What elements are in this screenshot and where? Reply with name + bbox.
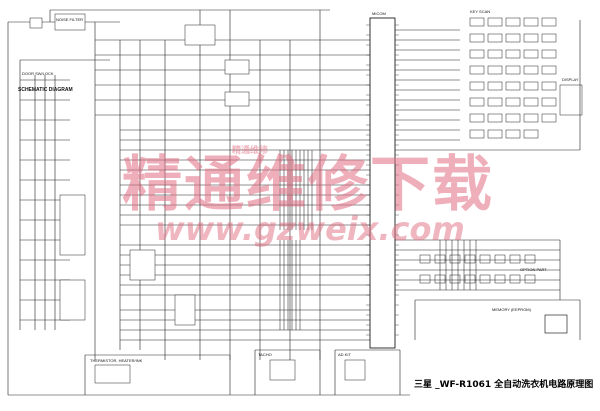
watermark-site-name: 精通维修下载 [122, 150, 494, 220]
mcu-pins [366, 24, 399, 336]
watermark-small-text: 精通维修 [232, 146, 269, 156]
main-wiring [7, 9, 581, 396]
ad-kit-label: AD KIT [338, 352, 351, 357]
thermistor-heater-label: THERMISTOR, HEATER/INK [90, 358, 143, 363]
micom-label: MICOM [372, 11, 386, 16]
option-part-label: OPTION PART [520, 267, 547, 272]
key-scan-label: KEY SCAN [470, 9, 491, 14]
schematic-title-label: SCHEMATIC DIAGRAM [18, 87, 73, 93]
display-label: DISPLAY [562, 77, 579, 82]
key-switch-array [419, 254, 536, 284]
component-columns [279, 150, 477, 330]
diagram-caption: 三星 _WF-R1061 全自动洗衣机电路原理图 [414, 380, 594, 390]
watermark-url: www.gzweix.com [155, 210, 465, 248]
door-switch-label: DOOR SW/LOCK [22, 71, 54, 76]
led-display-matrix [469, 17, 583, 139]
relay-driver-blocks [29, 13, 366, 384]
microcontroller-chip [369, 17, 396, 349]
eeprom-chip [544, 314, 568, 334]
noise-filter-label: NOISE FILTER [56, 17, 84, 22]
memory-eeprom-label: MEMORY (EEPROM) [492, 307, 531, 312]
tacho-label: TACHO [258, 352, 272, 357]
